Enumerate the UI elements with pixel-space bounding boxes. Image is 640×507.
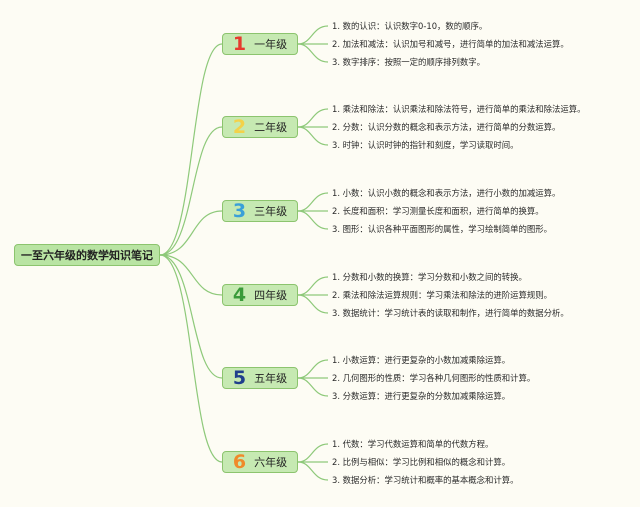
connector-grade-1-item-3 [297,43,329,63]
grade-node-6[interactable]: 6 六年级 [222,451,298,473]
grade-5-item-3: 3. 分数运算：进行更复杂的分数加减乘除运算。 [332,391,511,401]
connector-grade-2-item-1 [297,108,329,128]
grade-4-item-2: 2. 乘法和除法运算规则：学习乘法和除法的进阶运算规则。 [332,290,553,300]
connector-grade-5-item-3 [297,377,329,397]
grade-label-6: 六年级 [254,456,288,469]
connector-grade-3-item-3 [297,210,329,230]
grade-number-3: 3 [232,200,247,222]
connector-grade-1-item-1 [297,25,329,45]
connector-root-grade-5 [159,254,223,379]
grade-6-item-1: 1. 代数：学习代数运算和简单的代数方程。 [332,439,494,449]
connector-grade-6-item-3 [297,461,329,481]
grade-label-2: 二年级 [254,121,288,134]
connector-root-grade-3 [159,210,223,256]
grade-4-item-3: 3. 数据统计：学习统计表的读取和制作，进行简单的数据分析。 [332,308,569,318]
grade-1-item-2: 2. 加法和减法：认识加号和减号，进行简单的加法和减法运算。 [332,39,569,49]
grade-2-item-2: 2. 分数：认识分数的概念和表示方法，进行简单的分数运算。 [332,122,561,132]
grade-2-item-3: 3. 时钟：认识时钟的指针和刻度，学习读取时间。 [332,140,519,150]
grade-3-item-2: 2. 长度和面积：学习测量长度和面积，进行简单的换算。 [332,206,544,216]
grade-label-1: 一年级 [254,38,288,51]
grade-number-6: 6 [232,451,247,473]
connector-grade-4-item-3 [297,294,329,314]
grade-5-item-2: 2. 几何图形的性质：学习各种几何图形的性质和计算。 [332,373,536,383]
grade-1-item-3: 3. 数字排序：按照一定的顺序排列数字。 [332,57,486,67]
grade-node-2[interactable]: 2 二年级 [222,116,298,138]
grade-label-4: 四年级 [254,289,288,302]
grade-1-item-1: 1. 数的认识：认识数字0-10，数的顺序。 [332,21,488,31]
grade-3-item-1: 1. 小数：认识小数的概念和表示方法，进行小数的加减运算。 [332,188,561,198]
grade-number-5: 5 [232,367,247,389]
connector-grade-5-item-1 [297,359,329,379]
connector-grade-4-item-1 [297,276,329,296]
grade-number-4: 4 [232,284,247,306]
grade-number-2: 2 [232,116,247,138]
connector-root-grade-2 [159,126,223,256]
grade-2-item-1: 1. 乘法和除法：认识乘法和除法符号，进行简单的乘法和除法运算。 [332,104,586,114]
grade-label-5: 五年级 [254,372,288,385]
connector-grade-2-item-3 [297,126,329,146]
root-title: 一至六年级的数学知识笔记 [21,249,153,262]
grade-node-5[interactable]: 5 五年级 [222,367,298,389]
connector-grade-3-item-1 [297,192,329,212]
grade-node-1[interactable]: 1 一年级 [222,33,298,55]
grade-6-item-3: 3. 数据分析：学习统计和概率的基本概念和计算。 [332,475,519,485]
root-node[interactable]: 一至六年级的数学知识笔记 [14,244,160,266]
grade-node-4[interactable]: 4 四年级 [222,284,298,306]
connector-root-grade-4 [159,254,223,296]
grade-6-item-2: 2. 比例与相似：学习比例和相似的概念和计算。 [332,457,511,467]
connector-grade-6-item-1 [297,443,329,463]
grade-3-item-3: 3. 图形：认识各种平面图形的属性，学习绘制简单的图形。 [332,224,553,234]
connector-root-grade-1 [159,43,223,256]
grade-node-3[interactable]: 3 三年级 [222,200,298,222]
grade-number-1: 1 [232,33,247,55]
grade-5-item-1: 1. 小数运算：进行更复杂的小数加减乘除运算。 [332,355,511,365]
grade-4-item-1: 1. 分数和小数的换算：学习分数和小数之间的转换。 [332,272,527,282]
connector-root-grade-6 [159,254,223,463]
grade-label-3: 三年级 [254,205,288,218]
